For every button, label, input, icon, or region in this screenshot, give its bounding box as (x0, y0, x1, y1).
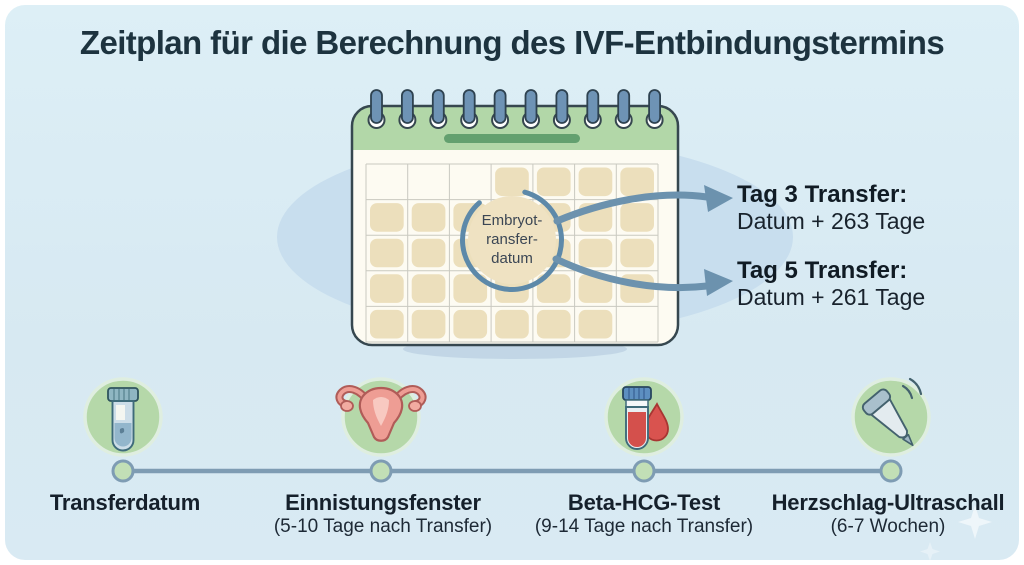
milestone-sublabel: (6-7 Wochen) (830, 516, 946, 537)
timeline-node (632, 459, 656, 483)
timeline-node (879, 459, 903, 483)
circle-label-line: Embryot- (481, 212, 543, 229)
milestone-label: Transferdatum (49, 490, 201, 515)
timeline-node (111, 459, 135, 483)
timeline-track (111, 459, 903, 483)
annotation-value: Datum + 263 Tage (737, 208, 926, 234)
calendar-spiral-binding (367, 89, 664, 129)
timeline-node (369, 459, 393, 483)
blood-test-tube-icon (622, 386, 669, 450)
sparkle-icon (920, 542, 940, 561)
milestone-beta-hcg-test: Beta-HCG-Test (9-14 Tage nach Transfer) (535, 490, 753, 538)
milestone-sublabel: (5-10 Tage nach Transfer) (273, 516, 493, 537)
annotation-day5: Tag 5 Transfer: Datum + 261 Tage (737, 257, 997, 310)
sparkle-icon (958, 505, 992, 539)
calendar-outline (350, 104, 680, 347)
arrow-day3-icon (553, 185, 733, 225)
milestone-einnistungsfenster: Einnistungsfenster (5-10 Tage nach Trans… (274, 490, 492, 538)
circle-marker-ring (460, 188, 564, 293)
transfer-date-circle (460, 188, 564, 293)
arrow-day5-icon (552, 255, 733, 296)
transfer-date-circle-label: Embryot- ransfer- datum (450, 211, 574, 268)
annotation-value: Datum + 261 Tage (737, 284, 926, 310)
annotation-day3: Tag 3 Transfer: Datum + 263 Tage (737, 181, 997, 234)
annotation-title: Tag 3 Transfer: (737, 181, 908, 208)
milestone-herzschlag-ultraschall: Herzschlag-Ultraschall (6-7 Wochen) (772, 490, 1005, 538)
milestone-label: Herzschlag-Ultraschall (771, 490, 1005, 515)
milestone-label: Einnistungsfenster (285, 490, 481, 515)
calendar-header-bar (444, 134, 580, 143)
milestone-label: Beta-HCG-Test (567, 490, 721, 515)
circle-fill (468, 196, 556, 284)
milestone-sublabel: (9-14 Tage nach Transfer) (534, 516, 754, 537)
specimen-tube-icon (107, 387, 139, 452)
milestone-transferdatum: Transferdatum (50, 490, 200, 515)
circle-label-line: ransfer- (486, 231, 538, 248)
uterus-icon (335, 385, 427, 442)
annotation-title: Tag 5 Transfer: (737, 257, 908, 284)
circle-label-line: datum (491, 250, 533, 267)
ultrasound-probe-icon (861, 377, 923, 447)
page-title: Zeitplan für die Berechnung des IVF-Entb… (79, 24, 945, 61)
